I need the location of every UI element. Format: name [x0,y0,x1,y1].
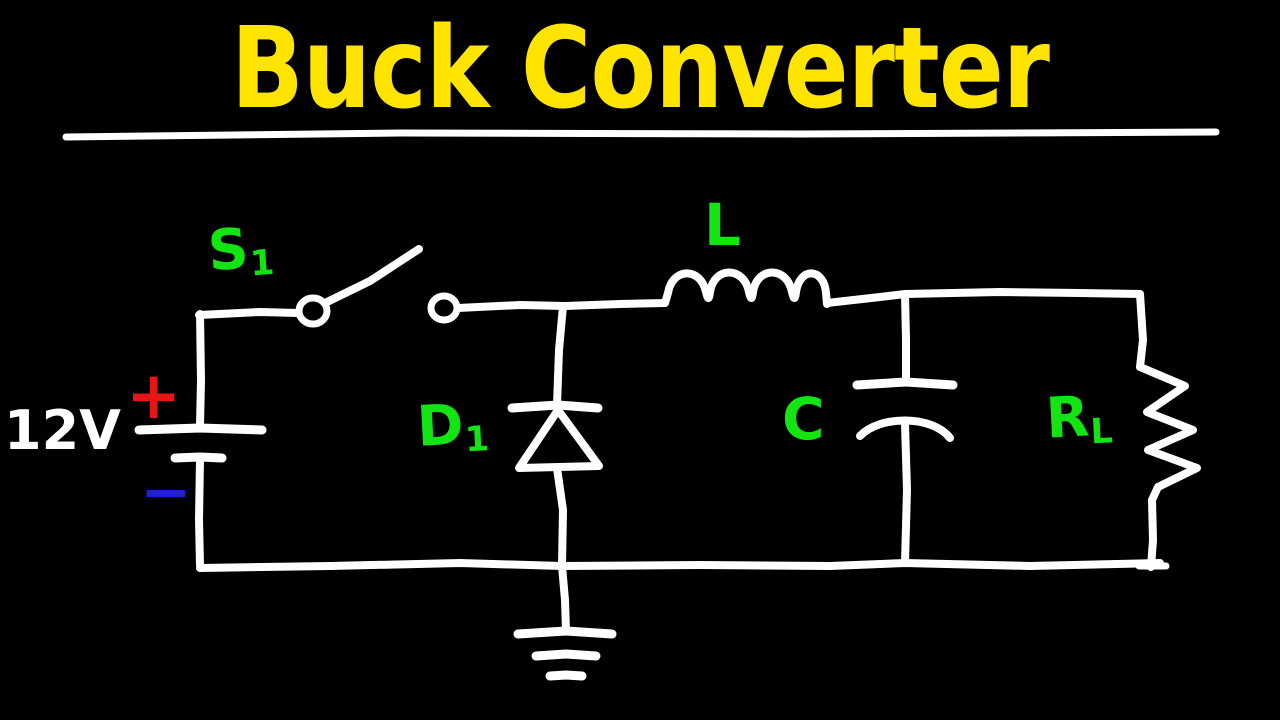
label-switch-s1-subscript: 1 [248,242,276,284]
inductor-l [661,268,831,308]
label-capacitor-c-text: C [782,385,825,453]
wire-bottom-rail [196,559,1164,572]
ground-symbol [513,562,617,681]
label-positive-terminal-text: + [126,357,182,434]
label-source-voltage-text: 12V [4,399,121,462]
label-diode-d1-text: D [415,392,466,460]
title-underline [62,128,1220,141]
label-negative-terminal: − [140,461,192,523]
label-switch-s1: S1 [206,217,276,285]
label-source-voltage: 12V [4,404,121,458]
label-positive-terminal: + [126,363,181,429]
label-resistor-rl: RL [1044,384,1113,451]
label-resistor-rl-text: R [1044,384,1091,452]
battery-symbol [134,310,267,569]
wire-inductor-to-output [823,288,1144,307]
diode-d1 [507,302,603,570]
label-inductor-l: L [704,196,741,254]
switch-s1[interactable] [295,245,461,328]
label-negative-terminal-text: − [140,455,192,528]
capacitor-c [852,290,958,566]
label-diode-d1-subscript: 1 [463,418,491,460]
label-resistor-rl-subscript: L [1089,410,1114,452]
wire-source-to-switch [195,308,302,319]
label-inductor-l-text: L [704,191,741,259]
resistor-rl [1135,290,1201,571]
label-capacitor-c: C [782,390,825,448]
page-title: Buck Converter [230,2,1050,134]
label-switch-s1-text: S [205,216,251,285]
label-diode-d1: D1 [415,392,490,459]
